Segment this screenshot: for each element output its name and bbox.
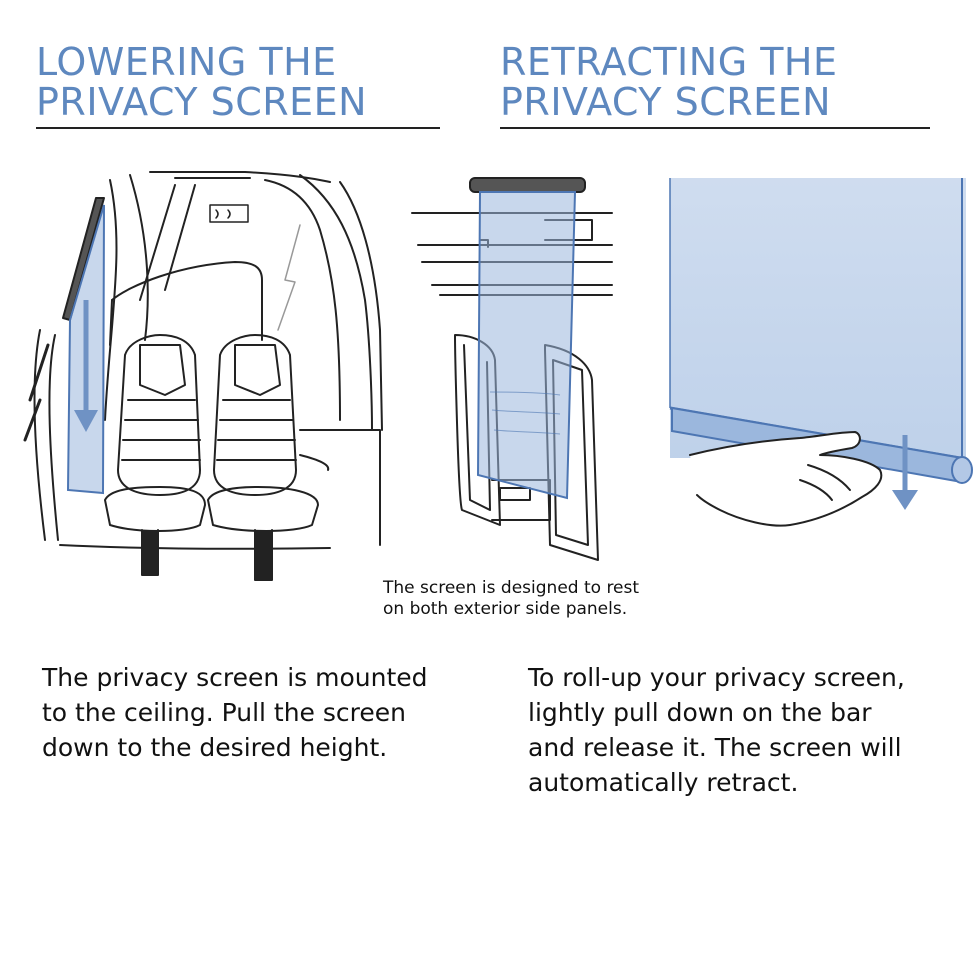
caption-line-1: The screen is designed to rest [383, 578, 640, 598]
side-panels-caption: The screen is designed to rest on both e… [383, 578, 639, 620]
retracting-heading: RETRACTING THE PRIVACY SCREEN [500, 42, 838, 122]
pull-bar-end [951, 456, 973, 484]
lowering-heading-rule [36, 127, 440, 129]
lowering-instruction-line-3: down to the desired height. [42, 733, 388, 762]
caption-line-2: on both exterior side panels. [383, 599, 628, 619]
lowering-instruction-line-2: to the ceiling. Pull the screen [42, 698, 406, 727]
hand-illustration [689, 431, 883, 527]
lowering-heading-line-2: PRIVACY SCREEN [36, 80, 368, 124]
screen-housing-bar [469, 177, 586, 193]
retracting-instruction-line-1: To roll-up your privacy screen, [528, 663, 905, 692]
retracting-instruction-line-2: lightly pull down on the bar [528, 698, 872, 727]
screen-fold-lines [489, 391, 561, 435]
retracting-screen [670, 178, 966, 458]
retracting-instruction-line-4: automatically retract. [528, 768, 799, 797]
retracting-heading-line-2: PRIVACY SCREEN [500, 80, 832, 124]
down-arrow-icon [892, 435, 918, 510]
lowering-instruction-line-1: The privacy screen is mounted [42, 663, 428, 692]
seat-left [104, 334, 206, 576]
retracting-heading-line-1: RETRACTING THE [500, 40, 838, 84]
cabin-seats-illustration [23, 171, 383, 581]
seat-right [207, 334, 319, 581]
lowering-instructions: The privacy screen is mounted to the cei… [42, 660, 428, 765]
retracting-instruction-line-3: and release it. The screen will [528, 733, 902, 762]
lowering-heading: LOWERING THE PRIVACY SCREEN [36, 42, 367, 122]
lowering-heading-line-1: LOWERING THE [36, 40, 337, 84]
retracting-heading-rule [500, 127, 930, 129]
resting-screen [476, 191, 577, 500]
down-arrow-icon [74, 300, 98, 432]
retracting-instructions: To roll-up your privacy screen, lightly … [528, 660, 905, 800]
